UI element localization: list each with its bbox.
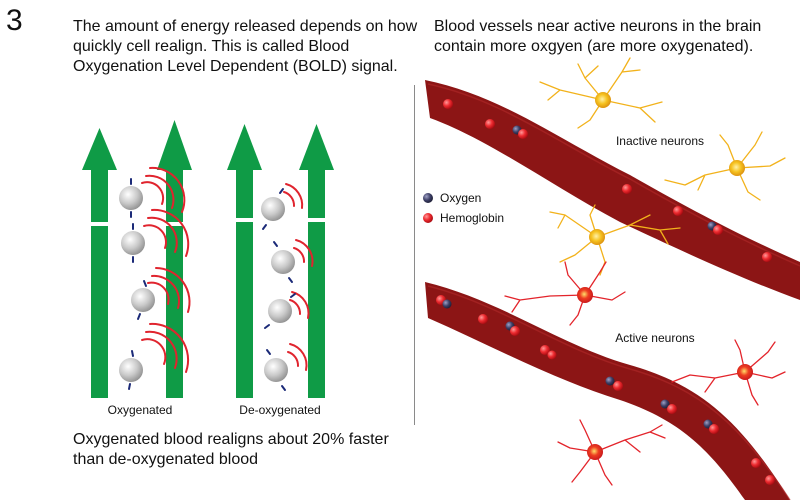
oxygenated-label: Oxygenated	[108, 403, 173, 417]
spin-cell-icon	[131, 267, 191, 320]
hemoglobin-icon	[709, 424, 719, 434]
panel-divider	[414, 85, 415, 425]
green-arrow-icon	[227, 124, 262, 398]
hemoglobin-icon	[673, 206, 683, 216]
spin-cell-icon	[119, 322, 190, 390]
active-neurons-label: Active neurons	[615, 331, 694, 345]
oxygen-icon	[442, 299, 452, 309]
hemoglobin-icon	[478, 314, 488, 324]
spin-cell-icon	[264, 291, 310, 329]
deoxygenated-arrows	[227, 124, 334, 398]
inactive-vessel	[425, 80, 800, 300]
green-arrow-icon	[299, 124, 334, 398]
deoxygenated-cells	[261, 183, 314, 391]
hemoglobin-icon	[622, 184, 632, 194]
blood-vessel-shape	[425, 282, 790, 500]
neuron-icon	[504, 261, 626, 326]
hemoglobin-icon	[751, 458, 761, 468]
realign-caption: Oxygenated blood realigns about 20% fast…	[73, 431, 389, 468]
green-arrow-icon	[82, 128, 117, 398]
oxygenated-cells	[119, 166, 191, 390]
hemoglobin-icon	[765, 475, 775, 485]
spin-cell-icon	[121, 208, 190, 263]
hemoglobin-legend-icon	[423, 213, 433, 223]
neuron-icon	[549, 204, 681, 276]
hemoglobin-icon	[613, 381, 623, 391]
hemoglobin-icon	[713, 225, 723, 235]
blood-vessel-shape	[425, 80, 800, 300]
bold-signal-intro-text: The amount of energy released depends on…	[73, 18, 418, 75]
deoxygenated-label: De-oxygenated	[239, 403, 320, 417]
inactive-neurons	[539, 57, 786, 276]
green-arrow-icon	[157, 120, 192, 398]
spin-cell-icon	[271, 239, 314, 283]
blood-vessel-intro-text: Blood vessels near active neurons in the…	[434, 18, 762, 55]
spin-cell-icon	[264, 343, 308, 391]
hemoglobin-icon	[762, 252, 772, 262]
neuron-icon	[664, 131, 786, 201]
step-number: 3	[6, 4, 23, 37]
hemoglobin-icon	[485, 119, 495, 129]
oxygen-legend-icon	[423, 193, 433, 203]
hemoglobin-icon	[443, 99, 453, 109]
legend-oxygen-label: Oxygen	[440, 191, 481, 205]
hemoglobin-icon	[667, 404, 677, 414]
active-neurons	[504, 261, 786, 486]
oxygen-icon	[660, 399, 670, 409]
neuron-icon	[539, 57, 663, 129]
legend: Oxygen Hemoglobin	[423, 191, 504, 225]
hemoglobin-icon	[518, 129, 528, 139]
neuron-icon	[557, 419, 666, 486]
active-vessel	[425, 282, 791, 500]
hemoglobin-icon	[510, 326, 520, 336]
spin-cell-icon	[261, 183, 304, 230]
oxygen-icon	[605, 376, 615, 386]
oxygenated-arrows	[82, 120, 192, 398]
legend-hemoglobin-label: Hemoglobin	[440, 211, 504, 225]
neuron-icon	[671, 339, 786, 406]
spin-cell-icon	[119, 166, 186, 218]
inactive-neurons-label: Inactive neurons	[616, 134, 704, 148]
hemoglobin-icon	[540, 345, 550, 355]
hemoglobin-icon	[547, 350, 557, 360]
